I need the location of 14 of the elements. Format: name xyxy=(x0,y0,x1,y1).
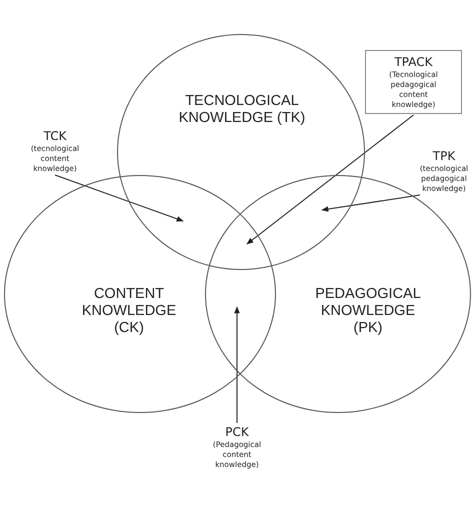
leader-arrow xyxy=(234,306,240,424)
leader-arrow xyxy=(54,174,184,222)
callout-title: TCK xyxy=(42,128,68,144)
circle-label: CONTENT KNOWLEDGE (CK) xyxy=(80,286,178,337)
callout-box xyxy=(365,50,462,114)
callout-title: TPK xyxy=(432,148,456,164)
leader-arrow xyxy=(246,114,414,244)
circle-label: TECNOLOGICAL KNOWLEDGE (TK) xyxy=(178,93,306,127)
knowledge-circle xyxy=(205,175,471,413)
knowledge-circle xyxy=(4,175,276,413)
callout-title: TPACK xyxy=(393,54,434,70)
leader-arrow xyxy=(321,194,420,212)
callout-title: PCK xyxy=(224,424,250,440)
circle-label: PEDAGOGICAL KNOWLEDGE (PK) xyxy=(314,286,422,337)
